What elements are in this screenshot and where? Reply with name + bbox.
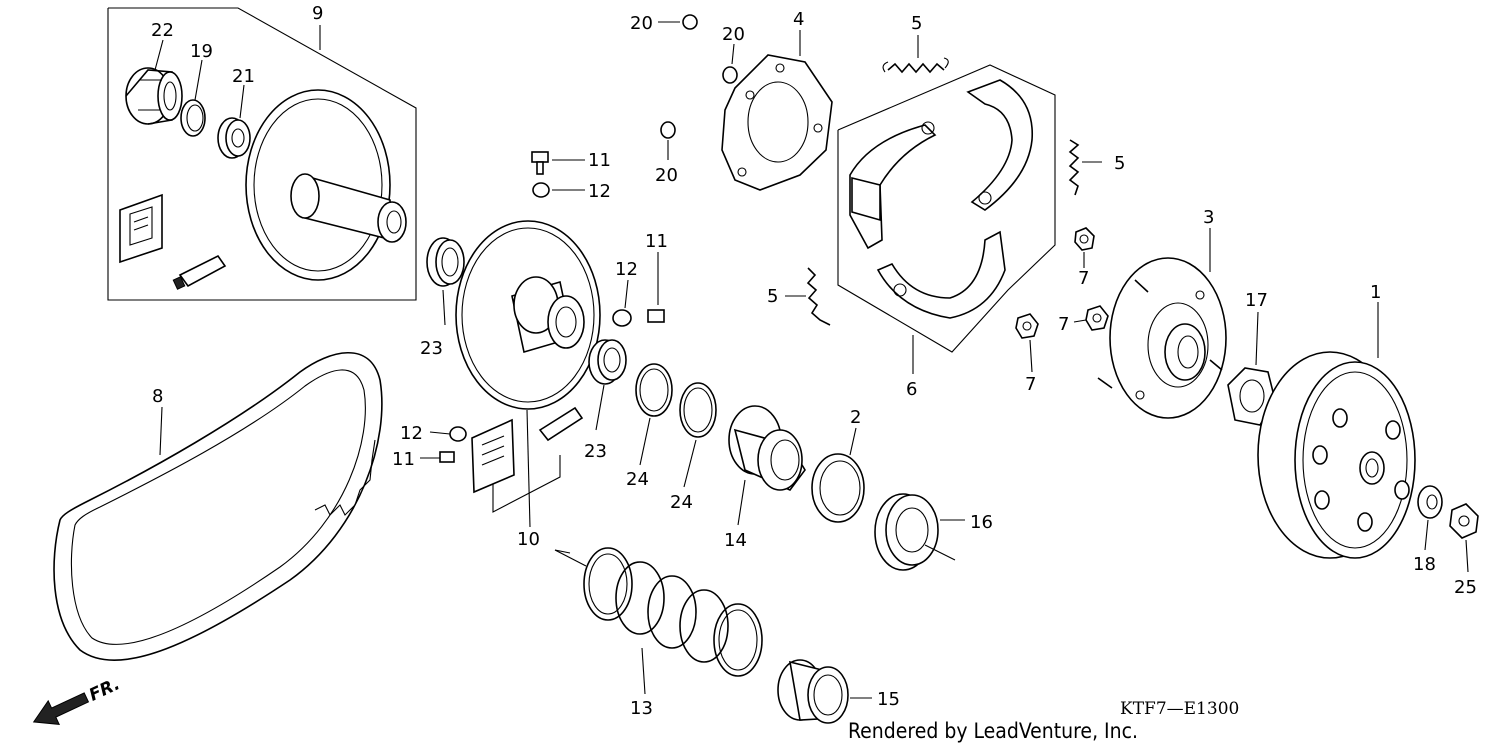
callout-21: 21 <box>232 66 255 87</box>
callout-11a: 11 <box>588 150 611 171</box>
callout-2: 2 <box>850 407 861 428</box>
callout-5a: 5 <box>911 13 922 34</box>
callout-20b: 20 <box>722 24 745 45</box>
circlip-19 <box>180 99 206 137</box>
drive-plate-4 <box>721 54 833 191</box>
bolt-11b <box>647 252 665 323</box>
clutch-outer-1 <box>1257 302 1416 559</box>
callout-22: 22 <box>151 20 174 41</box>
callout-20a: 20 <box>630 13 653 34</box>
front-marker-label: FR. <box>86 674 123 705</box>
callout-25: 25 <box>1454 577 1477 598</box>
nut-25 <box>1449 503 1479 573</box>
callout-11b: 11 <box>645 231 668 252</box>
bolt-11a <box>531 151 585 175</box>
front-arrow-icon: FR. <box>32 674 123 725</box>
nut-7c <box>1015 313 1039 373</box>
oil-seal-16 <box>874 493 965 571</box>
drive-face-assembly <box>107 7 417 301</box>
oil-seal-23b <box>588 339 627 385</box>
washer-20c <box>660 121 676 160</box>
driven-spring-13 <box>554 547 763 677</box>
callout-13: 13 <box>630 698 653 719</box>
callout-14: 14 <box>724 530 747 551</box>
bolt-11c <box>420 451 455 463</box>
washer-18 <box>1417 485 1443 551</box>
clutch-spring-5c <box>785 267 831 326</box>
callout-7c: 7 <box>1025 374 1036 395</box>
callout-20c: 20 <box>655 165 678 186</box>
grease-label-icon-2 <box>471 418 515 494</box>
clutch-shoe-assembly-6 <box>837 64 1056 353</box>
drive-face-disc <box>245 89 407 281</box>
callout-6: 6 <box>906 379 917 400</box>
o-ring-24b <box>679 382 717 438</box>
collar-12c <box>429 426 467 442</box>
collar-12a <box>532 182 585 198</box>
leader-lines <box>154 25 914 695</box>
seal-collar-14 <box>728 405 806 491</box>
nut-7a <box>1074 227 1095 268</box>
callout-11c: 11 <box>392 449 415 470</box>
collar-12b <box>612 279 632 327</box>
clutch-spring-5a <box>882 35 949 74</box>
callout-24a: 24 <box>626 469 649 490</box>
collar-15 <box>777 659 872 724</box>
drive-belt-8 <box>53 352 383 661</box>
callout-17: 17 <box>1245 290 1268 311</box>
callout-9: 9 <box>312 3 323 24</box>
callout-12c: 12 <box>400 423 423 444</box>
ball-bearing-21 <box>217 117 251 159</box>
nut-7b <box>1073 305 1109 331</box>
washer-2 <box>811 453 865 523</box>
oil-seal-23a <box>426 237 465 287</box>
callout-5b: 5 <box>1114 153 1125 174</box>
callout-4: 4 <box>793 9 804 30</box>
callout-3: 3 <box>1203 207 1214 228</box>
callout-15: 15 <box>877 689 900 710</box>
grease-tube-icon-2 <box>538 406 584 442</box>
callout-7a: 7 <box>1078 268 1089 289</box>
o-ring-24a <box>635 363 673 417</box>
callout-16: 16 <box>970 512 993 533</box>
callout-12a: 12 <box>588 181 611 202</box>
callout-19: 19 <box>190 41 213 62</box>
callout-12b: 12 <box>615 259 638 280</box>
callout-18: 18 <box>1413 554 1436 575</box>
credit-text: Rendered by LeadVenture, Inc. <box>848 719 1138 743</box>
grease-label-icon <box>119 193 163 264</box>
callout-5c: 5 <box>767 286 778 307</box>
callout-7b: 7 <box>1058 314 1069 335</box>
washer-20b <box>722 43 738 84</box>
callout-23b: 23 <box>584 441 607 462</box>
diagram-code: KTF7—E1300 <box>1120 699 1239 719</box>
washer-20a <box>658 14 698 30</box>
clutch-spring-5b <box>1068 139 1102 196</box>
driven-face-assembly <box>455 220 601 513</box>
callout-1: 1 <box>1370 282 1381 303</box>
drive-plate-3 <box>1097 228 1227 419</box>
callout-10: 10 <box>517 529 540 550</box>
callout-8: 8 <box>152 386 163 407</box>
callout-24b: 24 <box>670 492 693 513</box>
grease-tube-icon <box>172 254 227 290</box>
callout-23a: 23 <box>420 338 443 359</box>
callout-labels: 9 22 19 21 20 20 20 4 5 5 5 11 12 11 12 … <box>151 3 1477 719</box>
needle-bearing-22 <box>125 67 183 125</box>
